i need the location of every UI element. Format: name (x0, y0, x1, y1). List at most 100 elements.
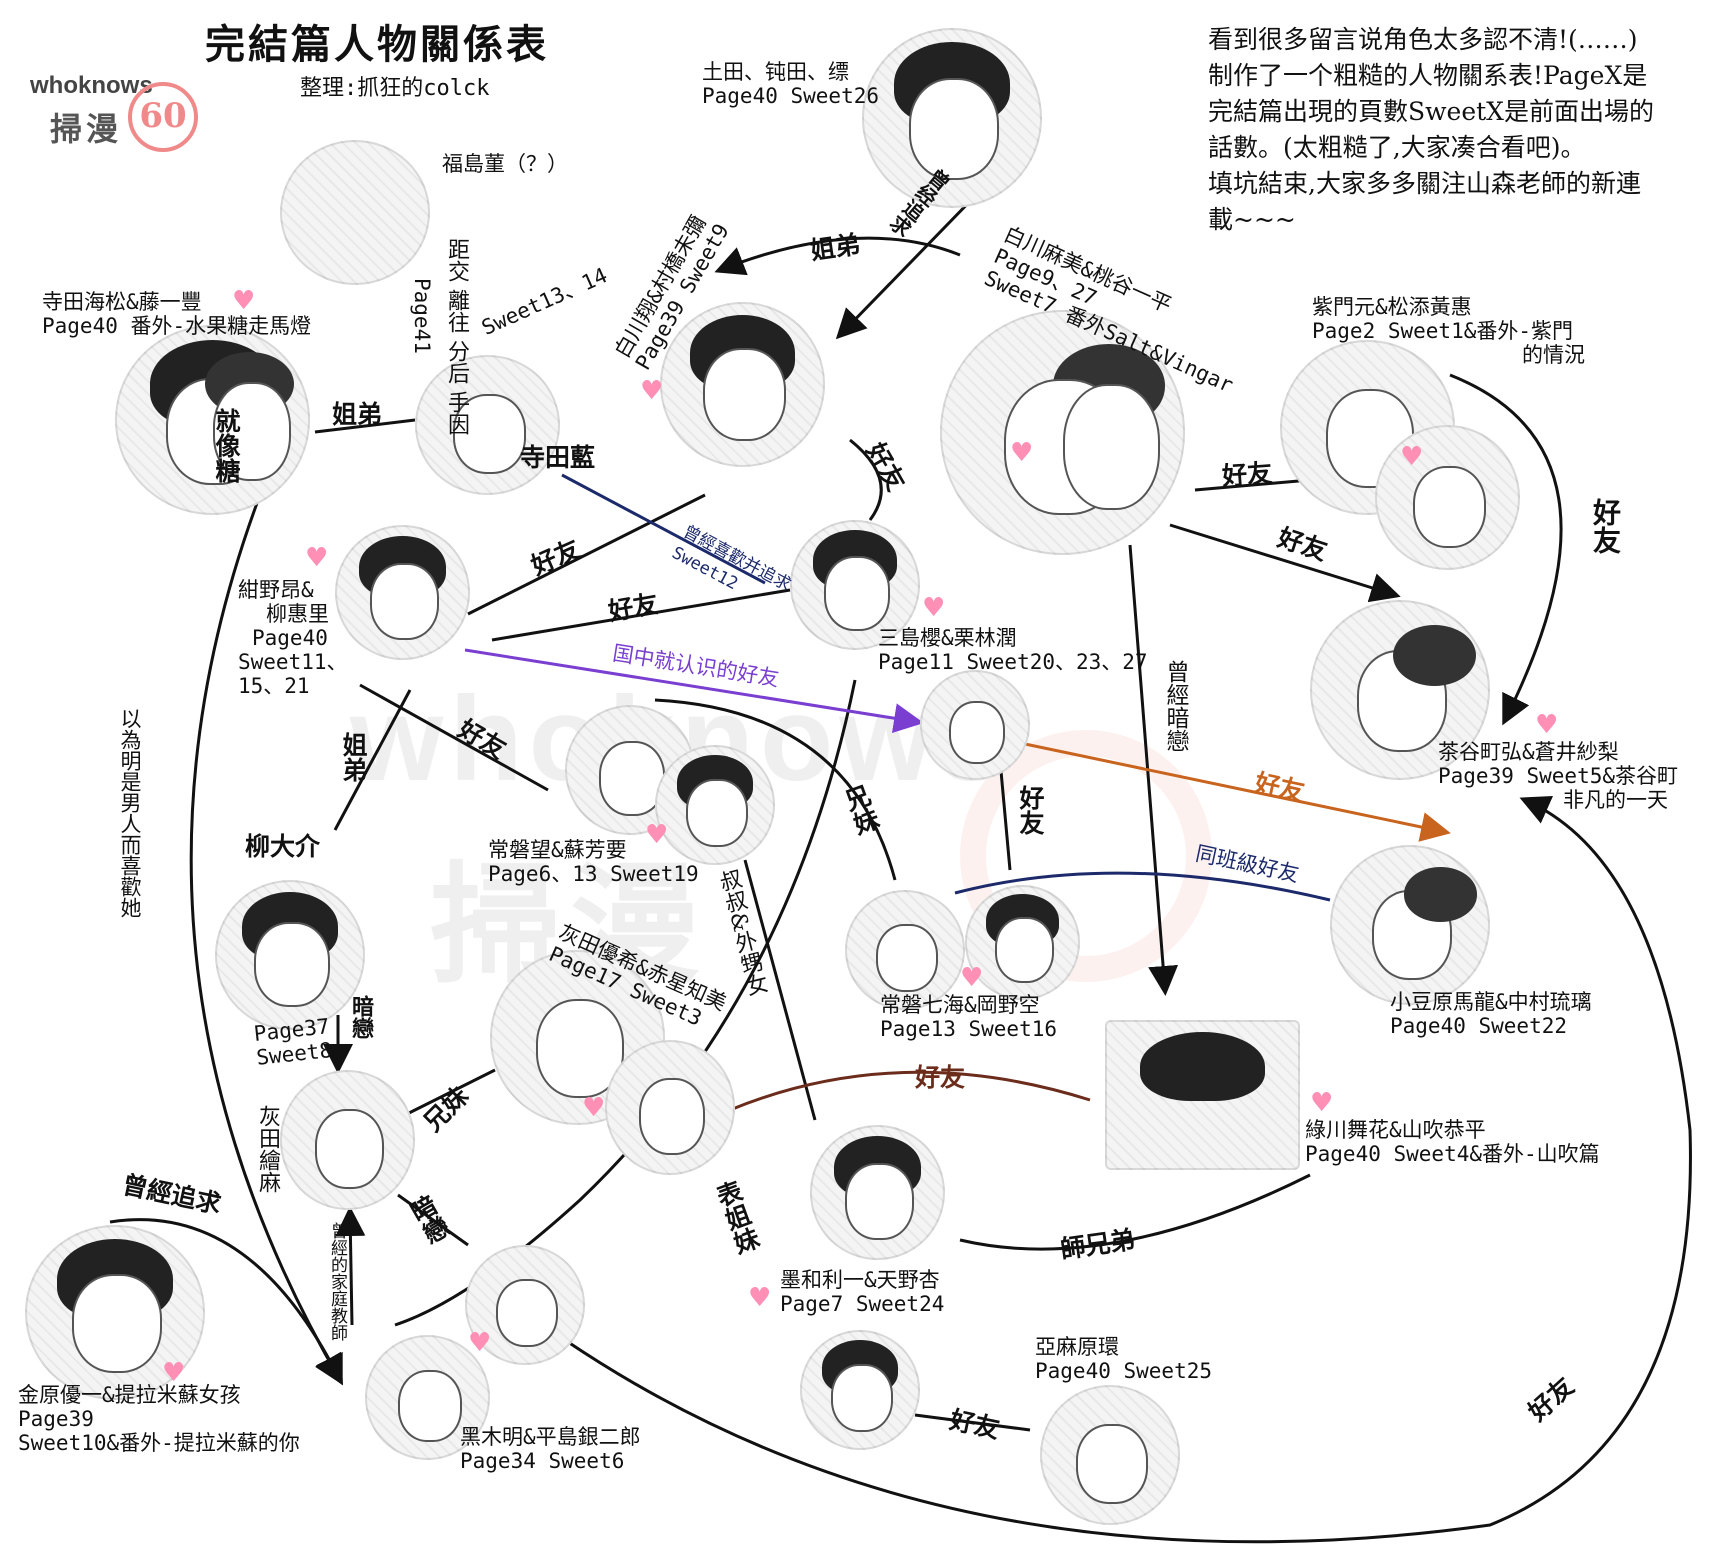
heart-icon: ♥ (1010, 438, 1034, 468)
portrait-akaboshi (605, 1040, 735, 1175)
portrait-chayamachi (1310, 600, 1490, 780)
edge-konno-shirakawa (467, 493, 706, 616)
portrait-kuroki (365, 1335, 490, 1460)
page-title: 完結篇人物關係表 (205, 22, 549, 68)
portrait-amano (800, 1330, 920, 1450)
rel-uncle-niece: 叔叔&外甥女 (713, 866, 770, 999)
rel-thought-man: 以為明是男人而喜歡她 (118, 708, 142, 918)
rel-sugar-like: 就像糖 (212, 408, 241, 483)
rel-friend-konno-shirakawa: 好友 (526, 533, 585, 581)
rel-sis-bro-terada: 姐弟 (332, 400, 383, 429)
rel-friend-shirakawa-mishima: 好友 (860, 437, 911, 496)
rel-breakup-sweet: Sweet13、14 (478, 263, 611, 340)
rel-crush-yanagi: 暗戀 (348, 995, 374, 1039)
edge-sumiwa-midorikawa (959, 1173, 1311, 1251)
rel-friend-haida-midorikawa: 好友 (915, 1063, 966, 1092)
portrait-amahara (1040, 1385, 1180, 1525)
portrait-mishima (790, 520, 920, 650)
heart-icon: ♥ (232, 286, 256, 316)
intro-note: 看到很多留言说角色太多認不清!(……) 制作了一个粗糙的人物關系表!PageX是… (1208, 22, 1698, 238)
heart-icon: ♥ (1400, 442, 1424, 472)
edge-kuroki-tutor (335, 1206, 366, 1326)
rel-once-crush: 曾經暗戀 (1162, 660, 1188, 752)
portrait-donda (862, 28, 1042, 208)
heart-icon: ♥ (922, 593, 946, 623)
heart-icon: ♥ (1535, 710, 1559, 740)
heart-icon: ♥ (468, 1328, 492, 1358)
portrait-suou (655, 745, 775, 865)
portrait-hirashima (465, 1245, 585, 1365)
heart-icon: ♥ (645, 820, 669, 850)
label-fukushima: 福島菫（？） (442, 152, 568, 176)
label-haida-eri: 灰田繪麻 (255, 1105, 280, 1193)
portrait-terada-kaimatsu (115, 325, 310, 515)
rel-siblings-haida: 兄妹 (418, 1081, 475, 1137)
note-line: 載~~~ (1208, 205, 1296, 234)
heart-icon: ♥ (960, 963, 984, 993)
heart-icon: ♥ (640, 376, 664, 406)
rel-friend-asami-chayamachi: 好友 (1274, 522, 1331, 566)
heart-icon: ♥ (162, 1358, 186, 1388)
rel-friend-kuroki-chayamachi: 好友 (1522, 1371, 1580, 1427)
heart-icon: ♥ (748, 1283, 772, 1313)
portrait-shirakawa-asami (940, 310, 1185, 555)
rel-tutor: 曾經的家庭教師 (327, 1222, 347, 1341)
note-line: 話數。(太粗糙了,大家凑合看吧)。 (1208, 133, 1586, 162)
note-line: 看到很多留言说角色太多認不清!(……) (1208, 25, 1638, 54)
rel-friend-mishima-koazuhara: 好友 (1252, 768, 1308, 807)
watermark-cjk: 掃漫 (50, 110, 123, 148)
label-terada-ai: 寺田藍 (520, 443, 596, 472)
note-line: 填坑結束,大家多多關注山森老師的新連 (1208, 169, 1641, 198)
rel-friend-konno-mishima: 好友 (606, 588, 661, 627)
portrait-kanehara (25, 1225, 205, 1400)
rel-breakup: 距交 離往 分后 手因 (444, 238, 469, 435)
edge-haida-midorikawa (729, 1070, 1091, 1112)
portrait-haida-eri (280, 1070, 415, 1210)
portrait-terada-ai (415, 355, 560, 495)
portrait-konno (335, 525, 470, 660)
portrait-kuribayashi (920, 670, 1030, 780)
rel-breakup-page: Page41 (410, 278, 434, 354)
portrait-yanagi (215, 880, 365, 1030)
rel-friend-asami-shimon: 好友 (1221, 458, 1274, 491)
page-subtitle: 整理:抓狂的colck (300, 76, 490, 101)
portrait-shirakawa-sho (660, 302, 825, 467)
rel-cousins: 表姐妹 (710, 1177, 763, 1258)
rel-friend-shimon-chayamachi: 好友 (1589, 498, 1622, 554)
watermark-logo: 60 (128, 82, 198, 152)
rel-sis-bro-konno: 姐弟 (339, 732, 368, 782)
portrait-matsuzoe (1375, 425, 1520, 570)
watermark-latin: whoknows (30, 72, 153, 99)
heart-icon: ♥ (582, 1093, 606, 1123)
portrait-okano (965, 885, 1080, 1000)
portrait-fukushima (280, 140, 430, 285)
heart-icon: ♥ (1310, 1088, 1334, 1118)
note-line: 制作了一个粗糙的人物關系表!PageX是 (1208, 61, 1648, 90)
note-line: 完結篇出現的頁數SweetX是前面出場的 (1208, 97, 1654, 126)
rel-once-chased-kanehara: 曾經追求 (119, 1169, 224, 1220)
rel-friend-anzu-amahara: 好友 (947, 1405, 1003, 1444)
label-yanagi: 柳大介 (245, 832, 321, 861)
rel-senior-junior: 師兄弟 (1058, 1224, 1137, 1265)
rel-friend-mishima-nanami: 好友 (1016, 785, 1045, 835)
rel-sis-bro-shirakawa: 姐弟 (808, 229, 862, 266)
portrait-midorikawa (1105, 1020, 1300, 1170)
portrait-koazuhara (1330, 845, 1490, 1005)
